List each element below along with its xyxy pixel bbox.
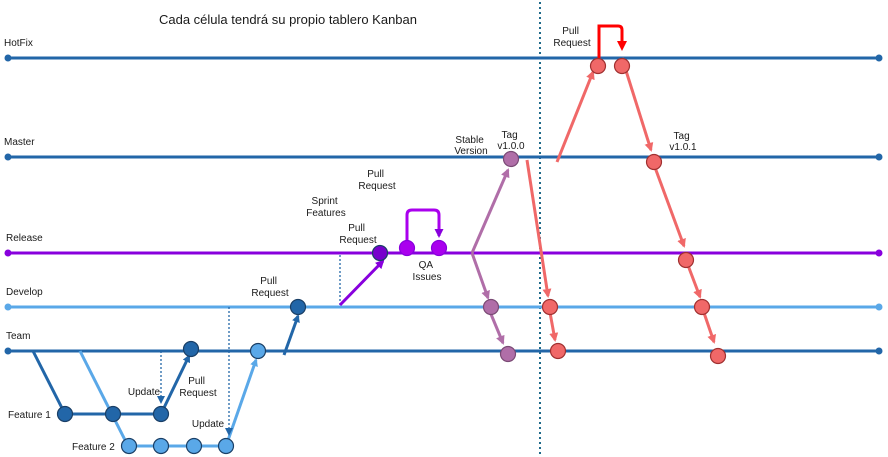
commit-node [56,405,74,423]
label-update-2: Update [192,419,225,430]
commit-node [709,347,727,365]
feature1-branch [31,350,191,416]
feature2-branch [78,307,258,448]
hotfix-flow [555,24,716,344]
lane-label-master: Master [4,137,35,148]
commit-nodes [56,57,727,455]
commit-node [182,340,200,358]
commit-node [398,239,416,257]
label-update-1: Update [128,387,161,398]
lane-lines [4,54,883,355]
label-qa-issues: QA Issues [413,260,442,283]
commit-node [430,239,448,257]
commit-node [541,298,559,316]
commit-node [502,150,520,168]
label-pr-develop: Pull Request [251,276,288,299]
commit-node [104,405,122,423]
commit-node [371,244,389,262]
commit-node [120,437,138,455]
commit-node [693,298,711,316]
commit-node [152,405,170,423]
commit-node [613,57,631,75]
commit-node [677,251,695,269]
label-pr-release-top: Pull Request [358,169,395,192]
commit-node [482,298,500,316]
commit-node [289,298,307,316]
commit-node [249,342,267,360]
commit-node [645,153,663,171]
label-tag-v100: Tag v1.0.0 [497,130,525,152]
lane-label-team: Team [6,331,30,342]
stable-version-merges [470,168,510,345]
lane-label-release: Release [6,233,43,244]
commit-node [589,57,607,75]
commit-node [217,437,235,455]
label-pr-hotfix: Pull Request [553,26,590,49]
lane-label-develop: Develop [6,287,43,298]
lane-label-feature2: Feature 2 [72,442,115,453]
label-sprint-features: Sprint Features [306,196,345,219]
label-stable-version: Stable Version [454,135,487,157]
lane-label-feature1: Feature 1 [8,410,51,421]
lane-label-hotfix: HotFix [4,38,33,49]
commit-node [499,345,517,363]
commit-node [152,437,170,455]
commit-node [549,342,567,360]
team-to-develop-arrow [282,314,300,356]
label-tag-v101: Tag v1.0.1 [669,131,697,153]
diagram-title: Cada célula tendrá su propio tablero Kan… [159,12,417,27]
label-pr-feature1: Pull Request [179,376,216,399]
label-pr-release: Pull Request [339,223,376,246]
develop-to-release [338,255,385,307]
qa-issues-loop [405,208,444,246]
commit-node [185,437,203,455]
